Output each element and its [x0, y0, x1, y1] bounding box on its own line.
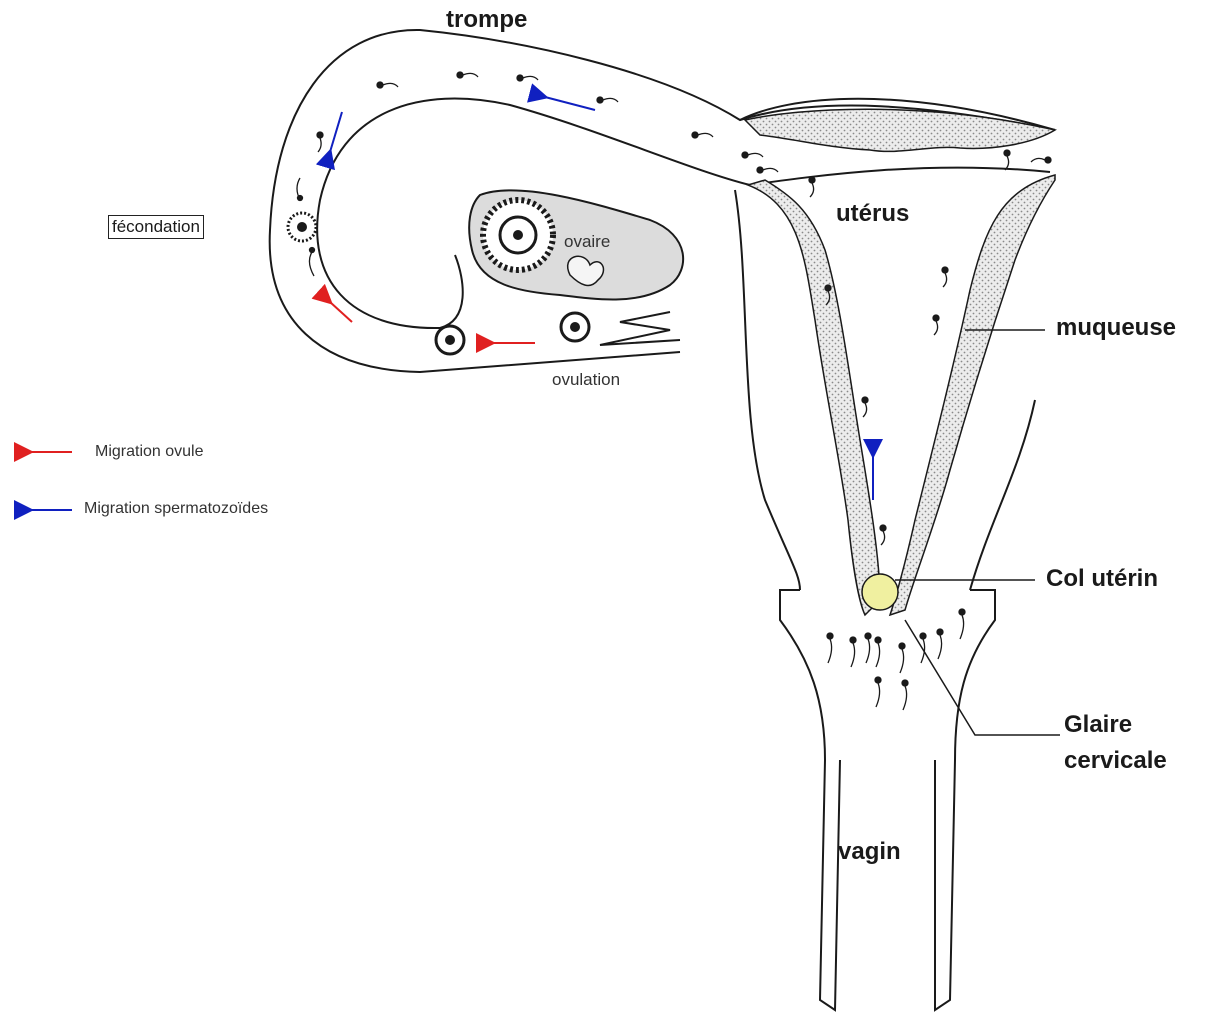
uterine-mucosa — [745, 109, 1055, 615]
label-col-uterin: Col utérin — [1046, 565, 1158, 593]
egg-migration-arrows — [330, 302, 535, 343]
label-vagin: vagin — [838, 838, 901, 866]
legend-item-egg-migration: Migration ovule — [95, 443, 204, 461]
ovum-migrating — [436, 326, 464, 354]
label-glaire-cervicale: Glaire cervicale — [1064, 707, 1167, 779]
legend-item-sperm-migration: Migration spermatozoïdes — [84, 500, 268, 518]
label-uterus: utérus — [836, 200, 909, 228]
label-muqueuse: muqueuse — [1056, 314, 1176, 342]
label-ovulation: ovulation — [552, 370, 620, 390]
label-ovaire: ovaire — [564, 232, 610, 252]
legend-swatches — [30, 452, 72, 510]
ovum-released — [561, 313, 589, 341]
cervical-mucus-blob — [862, 574, 898, 610]
label-trompe: trompe — [446, 6, 527, 34]
label-fecondation: fécondation — [108, 215, 204, 239]
fertilized-ovum — [288, 213, 316, 241]
